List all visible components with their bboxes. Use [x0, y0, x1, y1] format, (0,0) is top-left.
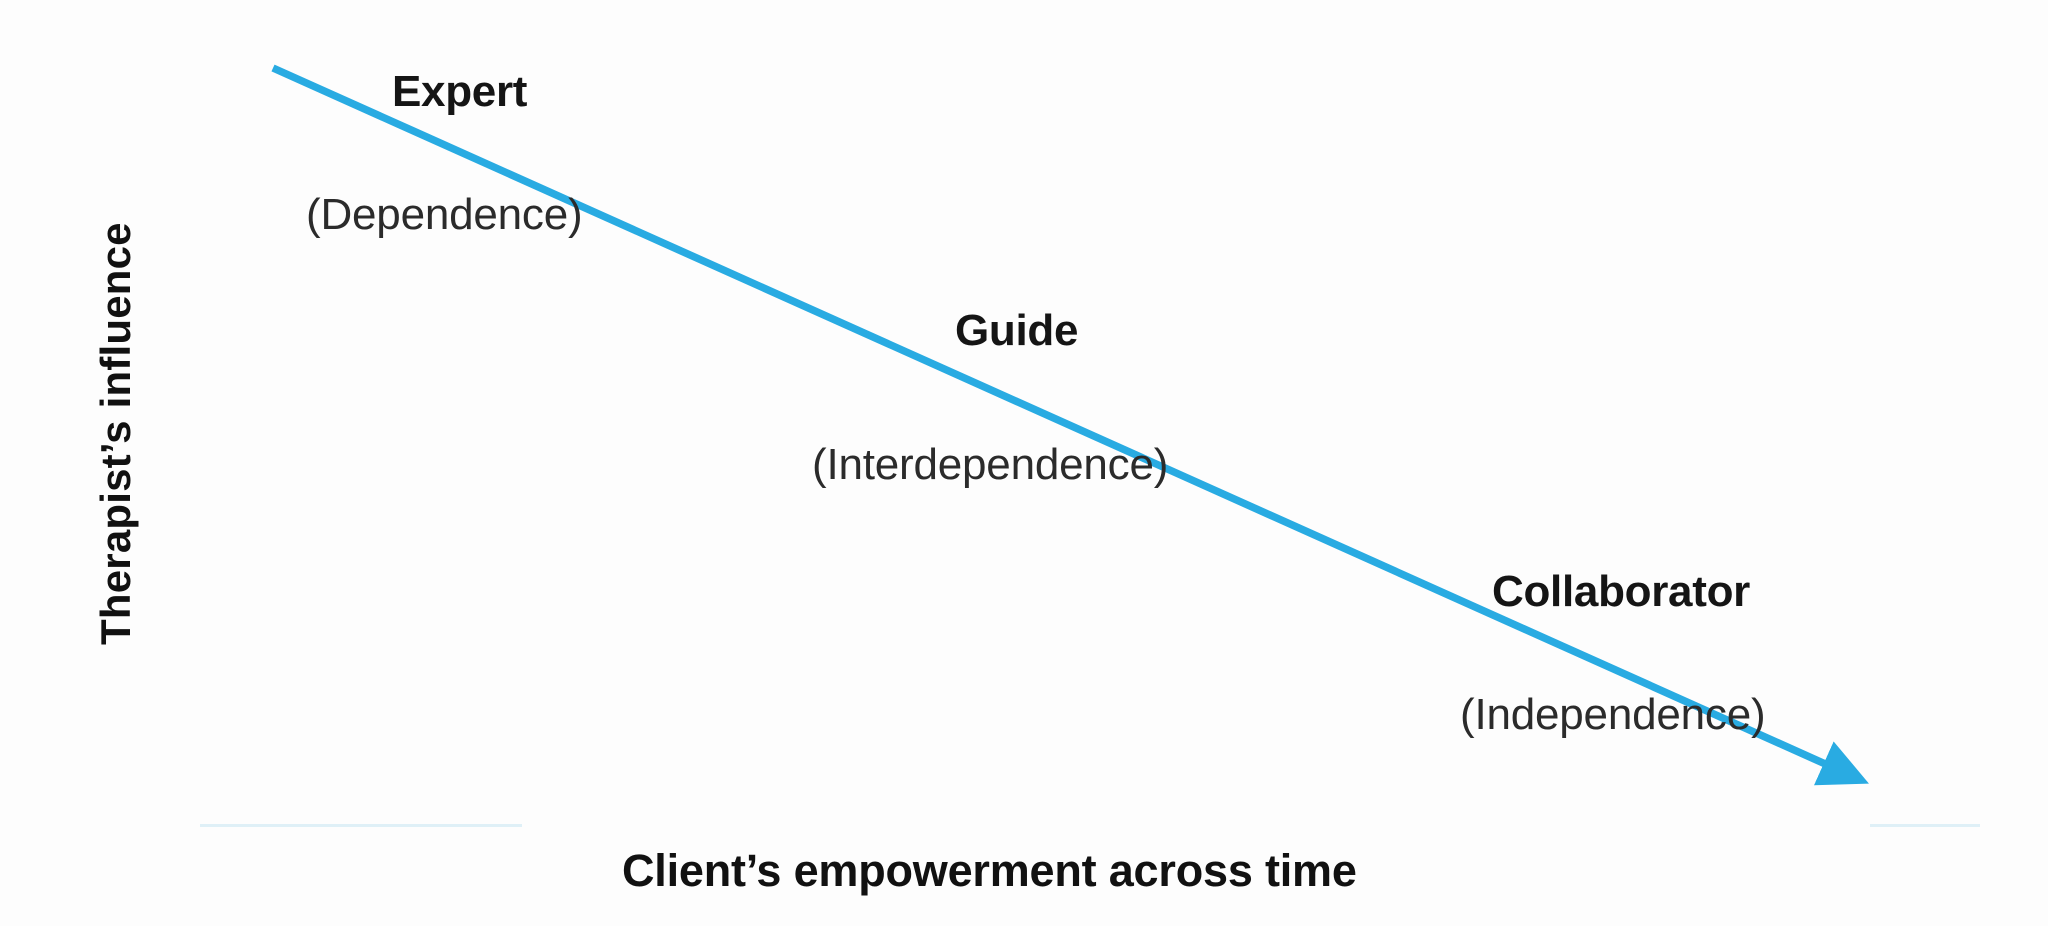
stage-label-guide: Guide [955, 306, 1079, 355]
stage-state-independence: (Independence) [1460, 690, 1766, 739]
y-axis-title: Therapist’s influence [92, 222, 140, 645]
x-axis-title: Client’s empowerment across time [622, 845, 1357, 896]
stage-label-expert: Expert [392, 67, 528, 116]
y-axis-title-text: Therapist’s influence [92, 222, 139, 645]
stage-label-collaborator: Collaborator [1492, 567, 1750, 616]
trend-arrow-line [271, 64, 1869, 786]
x-axis-rule-right [1870, 824, 1980, 827]
x-axis-rule-left [200, 824, 522, 827]
stage-state-dependence: (Dependence) [306, 190, 583, 239]
stage-state-interdependence: (Interdependence) [812, 440, 1169, 489]
